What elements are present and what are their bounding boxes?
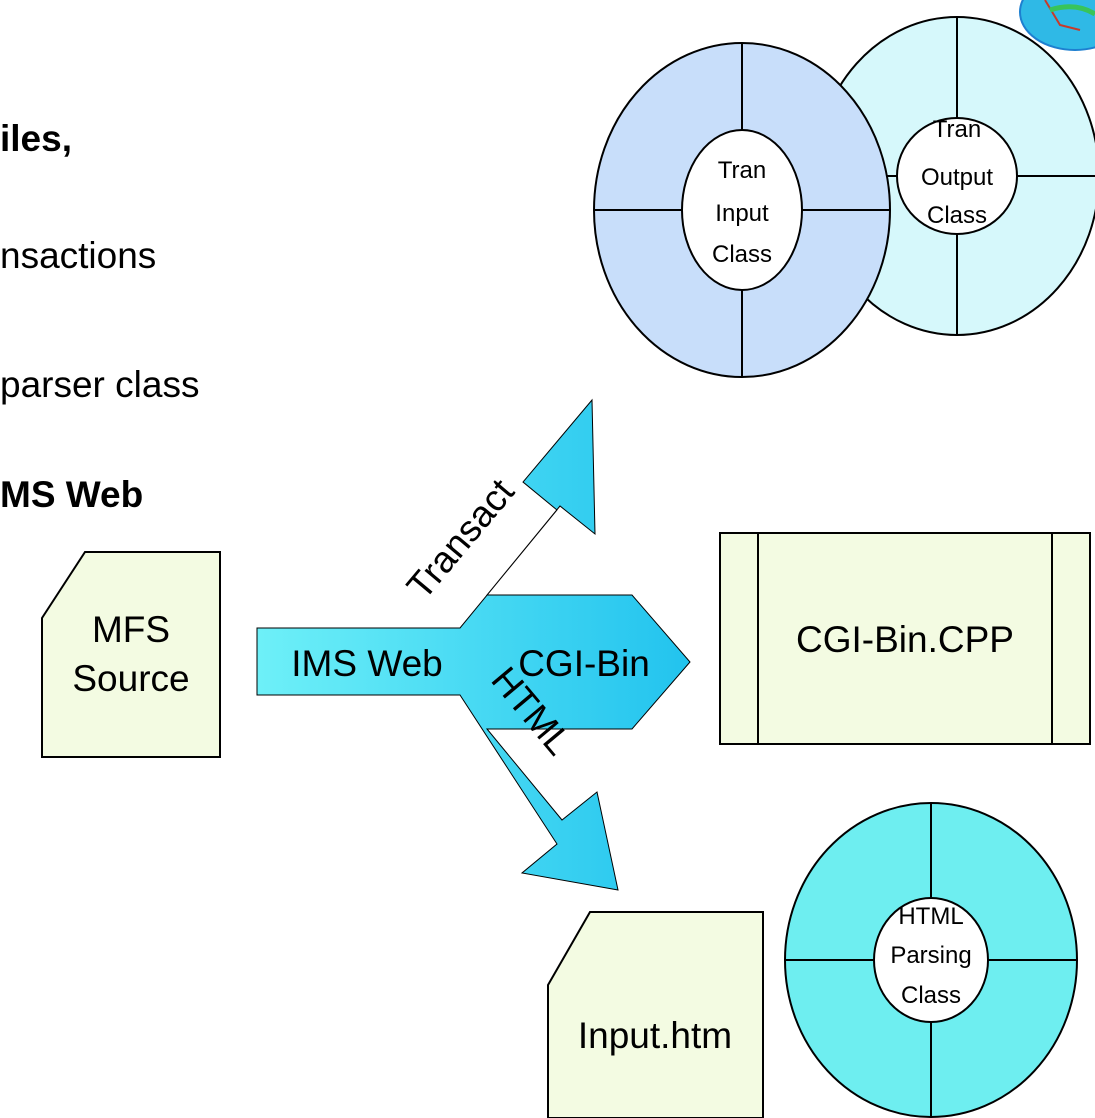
mfs-source-file: MFS Source: [41, 551, 221, 758]
arrow-label-ims-web: IMS Web: [291, 643, 442, 684]
mfs-source-label-2: Source: [72, 658, 189, 699]
tran-output-label-2: Output: [921, 164, 993, 191]
html-parsing-class: HTML Parsing Class: [784, 802, 1078, 1118]
tran-output-label-1: Tran: [933, 116, 981, 143]
arrow-label-cgi-bin: CGI-Bin: [518, 643, 650, 684]
bullet-text-parser-class: parser class: [0, 364, 200, 405]
tran-input-label-3: Class: [712, 241, 772, 268]
tran-output-label-3: Class: [927, 202, 987, 229]
input-htm-file: Input.htm: [547, 911, 764, 1118]
arrow-label-transact: Transact: [399, 471, 523, 607]
bullet-text-ims-web: MS Web: [0, 474, 144, 515]
logo-globe-icon: [1019, 0, 1095, 51]
mfs-source-label-1: MFS: [92, 609, 170, 650]
tran-input-label-1: Tran: [718, 157, 766, 184]
tran-input-class: Tran Input Class: [593, 42, 891, 378]
cgi-bin-cpp-box: CGI-Bin.CPP: [719, 532, 1091, 745]
tran-input-label-2: Input: [715, 200, 769, 227]
ims-web-generation-arrow: IMS Web CGI-Bin Transact HTML: [256, 398, 691, 891]
html-parsing-label-3: Class: [901, 982, 961, 1009]
html-parsing-label-2: Parsing: [890, 942, 971, 969]
html-parsing-label-1: HTML: [898, 903, 963, 930]
cgi-bin-cpp-label: CGI-Bin.CPP: [796, 619, 1014, 660]
input-htm-label: Input.htm: [578, 1015, 732, 1056]
bullet-text-transactions: nsactions: [0, 235, 157, 276]
bullet-text-files: iles,: [0, 118, 72, 159]
